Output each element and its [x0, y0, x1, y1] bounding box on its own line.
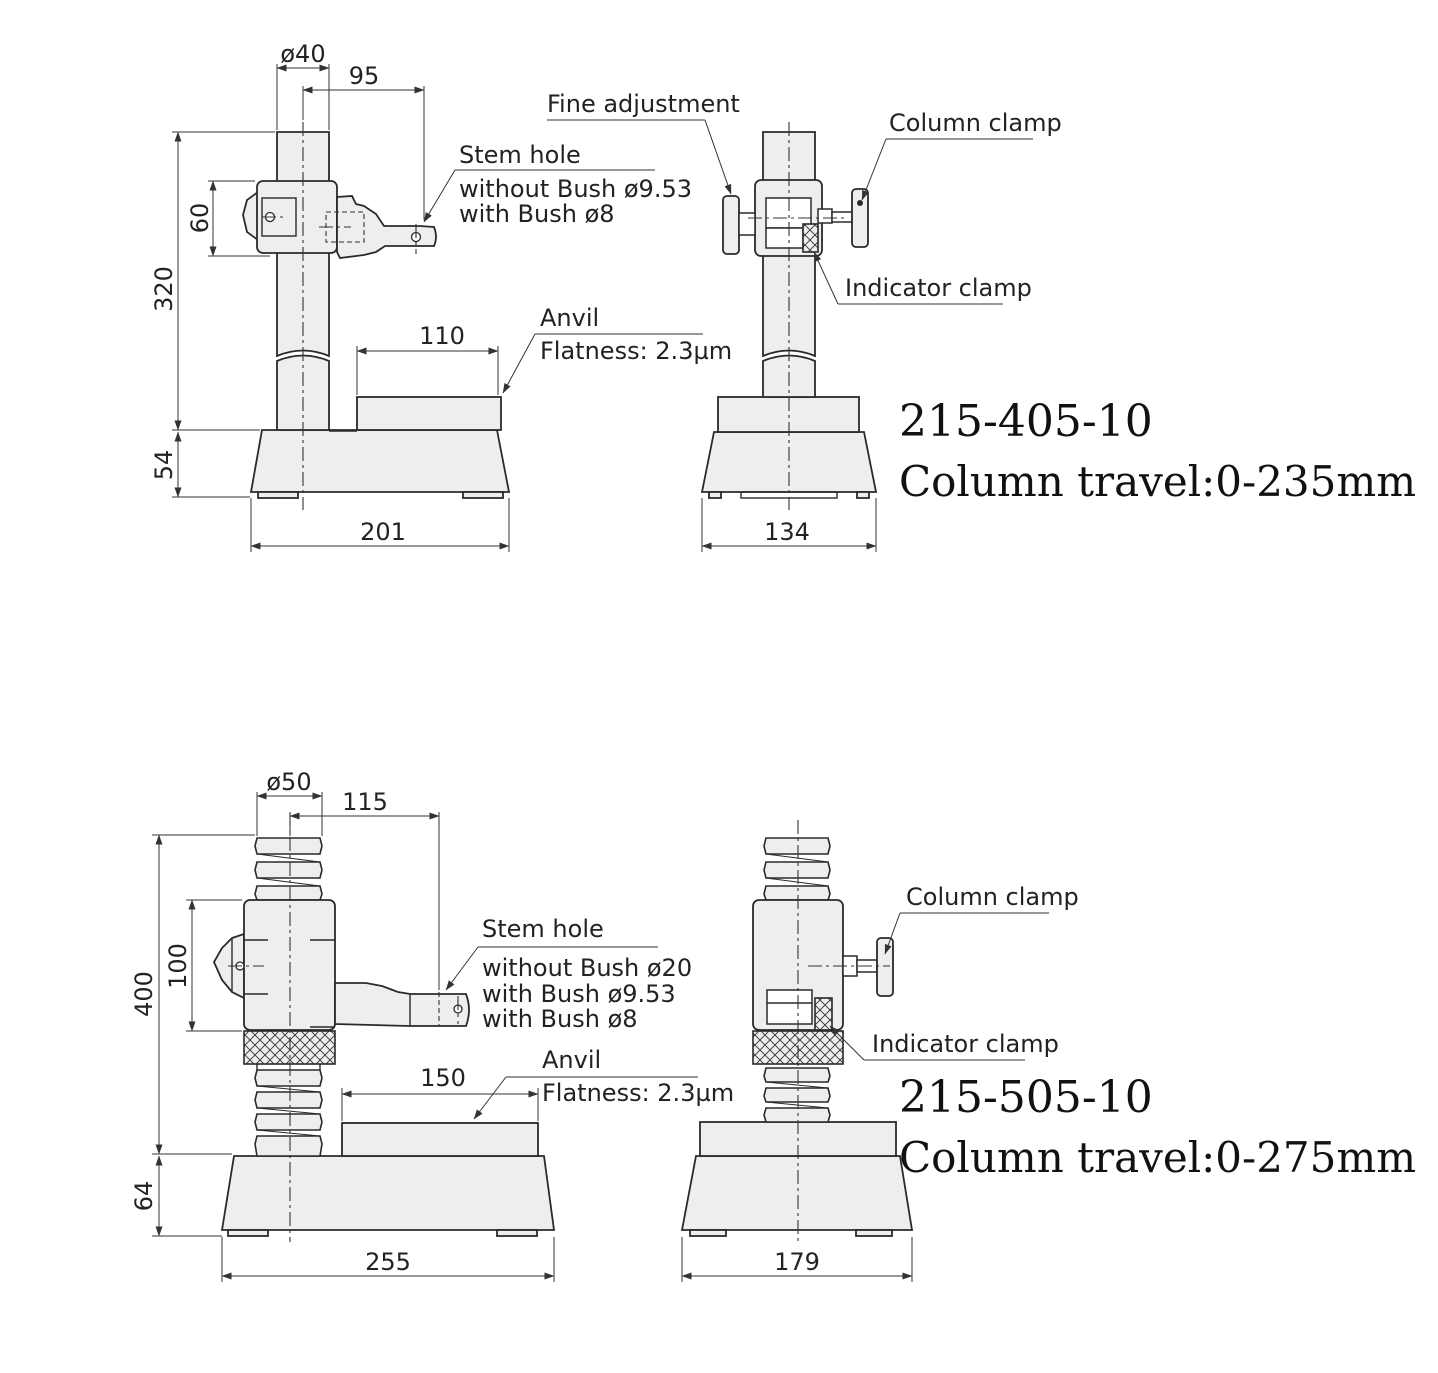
- stand2-label-stem-without-bush: without Bush ø20: [482, 954, 692, 982]
- stand1-anvil: [356, 396, 502, 431]
- stand1-side-view: 134 Fine adjustment Column clamp Indicat…: [547, 90, 1062, 552]
- stand1-arm: [336, 195, 437, 259]
- stand1-dim-base-height: 54: [150, 450, 178, 481]
- stand2-side-thread-lower: [763, 1067, 831, 1123]
- stand1-model-number: 215-405-10: [899, 396, 1153, 447]
- stand2-column-thread-lower: [254, 1069, 323, 1157]
- stand2-model-number: 215-505-10: [899, 1072, 1153, 1123]
- stand1-label-fine-adjustment: Fine adjustment: [547, 90, 740, 118]
- stand2-dim-height: 400: [130, 971, 158, 1017]
- stand2-label-anvil: Anvil: [542, 1046, 601, 1074]
- stand1-label-anvil: Anvil: [540, 304, 599, 332]
- stand2-dim-base-width: 255: [365, 1248, 411, 1276]
- stand1-indicator-clamp-knurl: [802, 223, 819, 253]
- stand2-label-flatness: Flatness: 2.3µm: [542, 1079, 734, 1107]
- stand2-label-indicator-clamp: Indicator clamp: [872, 1030, 1059, 1058]
- stand1-dim-clamp-height: 60: [186, 203, 214, 234]
- stand2-side-thread-upper: [763, 837, 831, 901]
- stand1-column-clamp-knob: [851, 188, 869, 248]
- stand2-label-stem-with-bush-953: with Bush ø9.53: [482, 980, 676, 1008]
- stand1-base: [249, 429, 511, 493]
- stand1-label-stem-without-bush: without Bush ø9.53: [459, 175, 692, 203]
- stand1-foot-right: [462, 491, 504, 499]
- stand2-dim-clamp-height: 100: [164, 943, 192, 989]
- stand1-dim-base-width: 201: [360, 518, 406, 546]
- stand2-column-travel: Column travel:0-275mm: [899, 1133, 1416, 1182]
- stand1-label-column-clamp: Column clamp: [889, 109, 1062, 137]
- stand1-dim-side-width: 134: [764, 518, 810, 546]
- stand1-fine-adjustment-knob: [722, 195, 740, 255]
- stand2-arm: [334, 982, 470, 1027]
- stand1-dim-height: 320: [150, 266, 178, 312]
- stand2-dim-anvil-width: 150: [420, 1064, 466, 1092]
- stand2-front-view: ø50 115 100 400 64 255 150 Stem hole: [130, 768, 734, 1282]
- stand2-indicator-clamp-knurl: [814, 997, 833, 1031]
- stand2-dim-reach: 115: [342, 788, 388, 816]
- stand2-anvil: [341, 1122, 539, 1157]
- stand2-column-clamp-knob: [876, 937, 894, 997]
- stand2-label-column-clamp: Column clamp: [906, 883, 1079, 911]
- stand1-front-view: ø40 95 60 320 54 201 110 Stem hole wi: [150, 40, 732, 552]
- stand1-dim-anvil-width: 110: [419, 322, 465, 350]
- stand2-label-stem-hole: Stem hole: [482, 915, 604, 943]
- stand2-dim-base-height: 64: [130, 1181, 158, 1212]
- stand1-label-indicator-clamp: Indicator clamp: [845, 274, 1032, 302]
- stand2-side-view: 179 Column clamp Indicator clamp: [680, 820, 1079, 1282]
- stand1-label-stem-with-bush: with Bush ø8: [459, 200, 615, 228]
- stand1-label-flatness: Flatness: 2.3µm: [540, 337, 732, 365]
- stand1-dim-diameter: ø40: [280, 40, 325, 68]
- stand1-foot-left: [257, 491, 299, 499]
- stand2-label-stem-with-bush-8: with Bush ø8: [482, 1005, 638, 1033]
- stand1-label-stem-hole: Stem hole: [459, 141, 581, 169]
- stand1-column-travel: Column travel:0-235mm: [899, 457, 1416, 506]
- stand2-base: [220, 1155, 556, 1231]
- stand1-dim-reach: 95: [349, 62, 380, 90]
- stand2-side-base: [680, 1155, 914, 1231]
- stand2-dim-diameter: ø50: [266, 768, 311, 796]
- stand2-column-thread-upper: [254, 837, 323, 901]
- stand2-dim-side-width: 179: [774, 1248, 820, 1276]
